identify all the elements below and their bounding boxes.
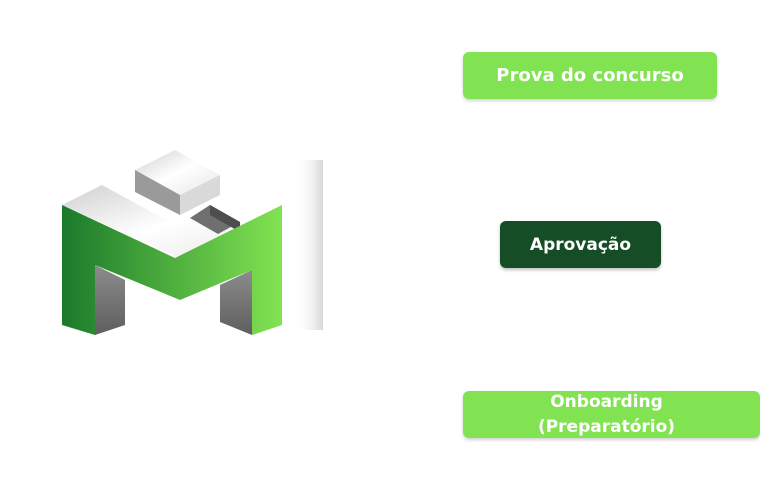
- onboarding-button[interactable]: Onboarding (Preparatório): [463, 391, 760, 438]
- aprovacao-button[interactable]: Aprovação: [500, 221, 661, 268]
- prova-do-concurso-label: Prova do concurso: [496, 65, 684, 86]
- onboarding-label-line2: (Preparatório): [537, 416, 676, 437]
- onboarding-label-line1: Onboarding: [550, 391, 663, 412]
- aprovacao-label: Aprovação: [529, 234, 632, 255]
- 3d-m-logo-icon: [62, 150, 323, 335]
- prova-do-concurso-button[interactable]: Prova do concurso: [463, 52, 717, 99]
